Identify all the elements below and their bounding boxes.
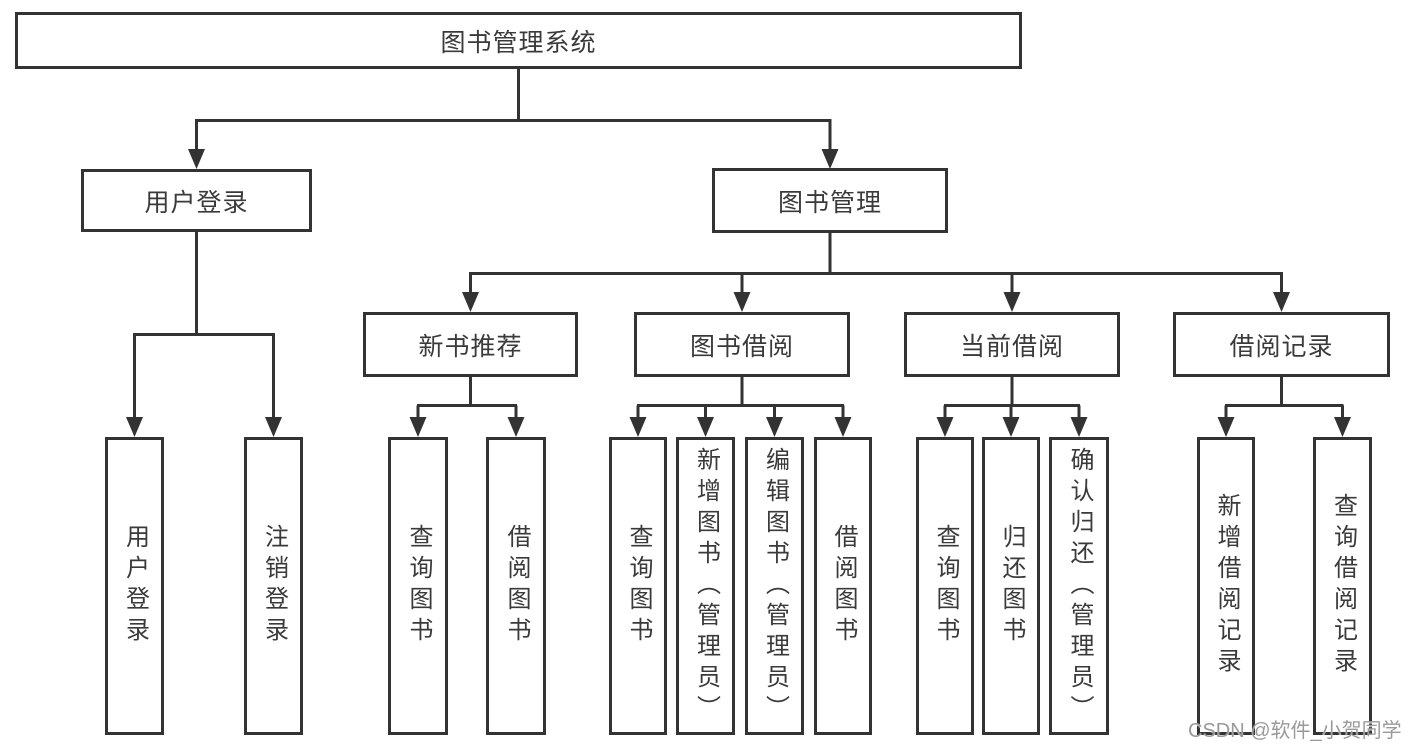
node-leaf-logout: 注销登录 (244, 437, 303, 735)
arrowhead (1070, 417, 1088, 437)
connector-book-borrow (629, 377, 852, 437)
node-new-book-rec: 新书推荐 (363, 312, 578, 377)
node-leaf-edit-book-admin-label: 编辑图书（管理员） (761, 446, 789, 726)
connector-user-login (126, 232, 282, 437)
node-leaf-rec-query-book-label: 查询图书 (405, 524, 432, 648)
node-leaf-rec-query-book: 查询图书 (388, 437, 448, 735)
node-leaf-confirm-return-admin-label: 确认归还（管理员） (1066, 446, 1093, 726)
node-leaf-borrow-query-book-label: 查询图书 (625, 524, 652, 648)
node-leaf-edit-book-admin: 编辑图书（管理员） (745, 437, 804, 735)
node-leaf-confirm-return-admin: 确认归还（管理员） (1049, 437, 1109, 735)
csdn-watermark: CSDN @软件_小贺同学 (1188, 720, 1402, 742)
node-leaf-user-login-label: 用户登录 (121, 524, 149, 648)
connector-root (188, 69, 839, 169)
node-leaf-borrow-book: 借阅图书 (814, 437, 872, 735)
node-leaf-return-book: 归还图书 (982, 437, 1040, 735)
node-leaf-return-book-label: 归还图书 (998, 524, 1025, 648)
node-book-borrow: 图书借阅 (634, 312, 850, 377)
arrowhead (1217, 417, 1235, 437)
arrowhead (507, 417, 525, 437)
connector-book-mgmt (462, 233, 1290, 312)
arrowhead (188, 149, 205, 169)
node-leaf-add-borrow-record: 新增借阅记录 (1197, 437, 1255, 735)
arrowhead (1003, 292, 1021, 312)
arrowhead (1273, 292, 1290, 312)
node-borrow-records: 借阅记录 (1173, 312, 1390, 377)
node-leaf-user-login: 用户登录 (105, 437, 164, 735)
arrowhead (629, 417, 647, 437)
node-leaf-add-book-admin-label: 新增图书（管理员） (692, 446, 720, 726)
node-leaf-rec-borrow-book-label: 借阅图书 (503, 524, 530, 648)
arrowhead (126, 417, 143, 437)
node-leaf-logout-label: 注销登录 (260, 524, 288, 648)
arrowhead (834, 417, 852, 437)
node-leaf-rec-borrow-book: 借阅图书 (486, 437, 546, 735)
connector-current-borrow (936, 377, 1088, 437)
node-leaf-query-borrow-record: 查询借阅记录 (1313, 437, 1372, 735)
node-leaf-add-borrow-record-label: 新增借阅记录 (1213, 493, 1240, 679)
arrowhead (733, 292, 751, 312)
arrowhead (697, 417, 714, 437)
arrowhead (766, 417, 783, 437)
node-leaf-query-borrow-record-label: 查询借阅记录 (1329, 493, 1357, 679)
arrowhead (462, 292, 479, 312)
node-leaf-borrow-book-label: 借阅图书 (830, 524, 857, 648)
node-leaf-add-book-admin: 新增图书（管理员） (676, 437, 735, 735)
node-leaf-borrow-query-book: 查询图书 (609, 437, 667, 735)
node-current-borrow: 当前借阅 (904, 312, 1120, 377)
arrowhead (265, 417, 282, 437)
node-user-login: 用户登录 (81, 169, 312, 232)
arrowhead (821, 149, 839, 169)
node-leaf-current-query-book: 查询图书 (916, 437, 974, 735)
node-leaf-current-query-book-label: 查询图书 (932, 524, 959, 648)
connector-new-book-rec (409, 377, 525, 437)
node-book-mgmt: 图书管理 (712, 168, 948, 233)
arrowhead (936, 417, 954, 437)
node-root: 图书管理系统 (15, 12, 1022, 69)
arrowhead (1002, 417, 1020, 437)
arrowhead (1334, 417, 1351, 437)
connector-borrow-records (1217, 377, 1351, 437)
arrowhead (409, 417, 427, 437)
